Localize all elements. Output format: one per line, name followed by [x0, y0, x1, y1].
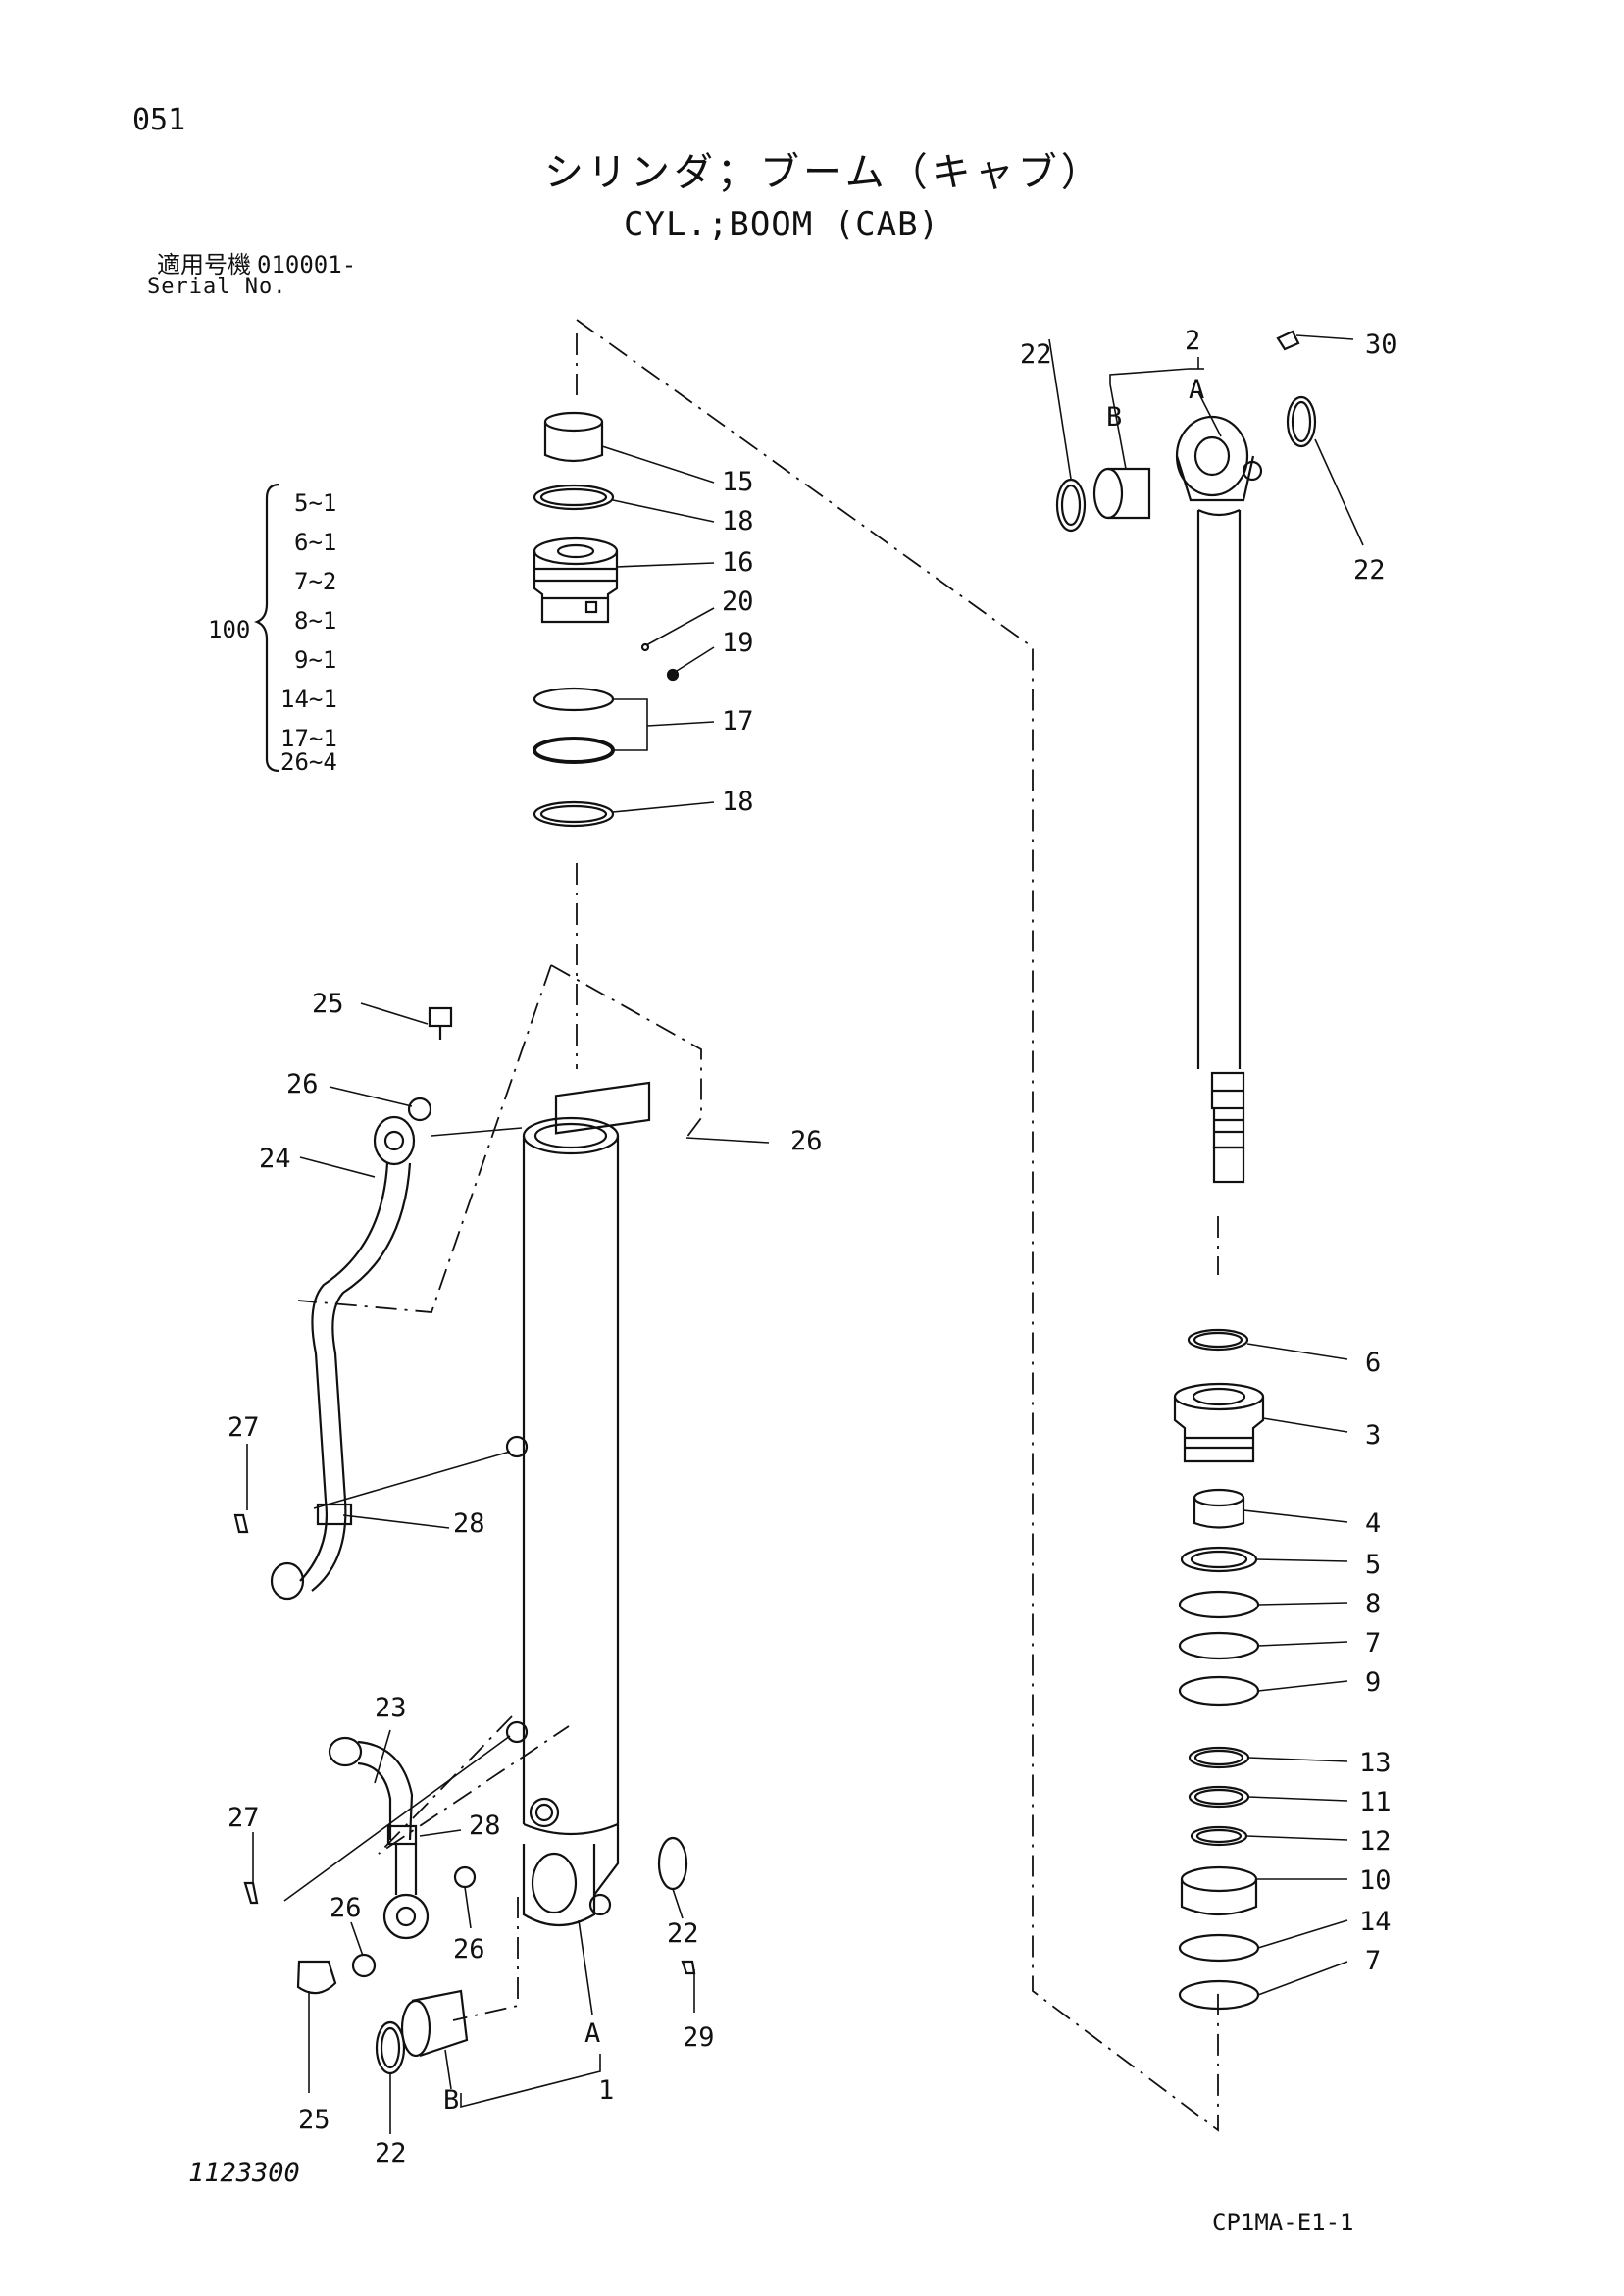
callout-label: 18 [722, 787, 754, 817]
cylinder-tube [505, 1081, 651, 1926]
callout-label: 7 [1365, 1628, 1381, 1658]
callout-label: A [584, 2018, 600, 2049]
callout-label: 22 [375, 2138, 407, 2168]
callout-label: 17 [722, 706, 754, 737]
callout-label: 25 [312, 989, 344, 1019]
callout-label: 27 [228, 1803, 260, 1833]
callout-label: 3 [1365, 1420, 1381, 1451]
serial-label-english: Serial No. [147, 275, 287, 299]
callout-label: 22 [1020, 339, 1052, 370]
callout-label: 28 [453, 1508, 485, 1539]
callout-label: 27 [228, 1412, 260, 1443]
callout-label: 25 [298, 2105, 330, 2135]
callout-label: 19 [722, 628, 754, 658]
callout-label: 1 [598, 2075, 614, 2106]
assembly-path-lines [297, 319, 1219, 2132]
kit-list: 100 5~1 6~1 7~2 8~1 9~1 14~1 17~1 26~4 [208, 489, 337, 776]
callout-label: 23 [375, 1693, 407, 1723]
sheet-code: CP1MA-E1-1 [1212, 2209, 1354, 2236]
callout-label: A [1189, 375, 1204, 405]
callout-label: 8 [1365, 1589, 1381, 1619]
callout-label: 11 [1359, 1787, 1392, 1817]
callout-label: 26 [790, 1126, 823, 1156]
serial-value: 010001- [257, 251, 357, 279]
cylinder-head-16 [533, 536, 619, 624]
callout-label: 4 [1365, 1508, 1381, 1539]
callout-label: 26 [453, 1934, 485, 1964]
callout-label: 14 [1359, 1907, 1392, 1937]
bushing-15 [543, 422, 604, 463]
leader-lines [246, 334, 1364, 2134]
callout-label: 12 [1359, 1826, 1392, 1857]
callout-label: 26 [286, 1069, 319, 1099]
callout-label: 6 [1365, 1348, 1381, 1378]
callout-label: 22 [667, 1918, 699, 1949]
callout-label: 13 [1359, 1748, 1392, 1778]
drawing-number: 1123300 [188, 2158, 300, 2188]
name-plate [554, 1081, 651, 1135]
kit-item: 7~2 [294, 568, 336, 595]
callout-label: 7 [1365, 1946, 1381, 1976]
kit-item: 17~1 [280, 725, 337, 752]
kit-item: 6~1 [294, 529, 336, 556]
callout-label: 9 [1365, 1667, 1381, 1698]
title-japanese: シリンダ；ブーム（キャブ） [544, 150, 1104, 195]
serial-label-japanese: 適用号機 [157, 251, 251, 279]
callout-label: 18 [722, 506, 754, 536]
callout-label: 20 [722, 587, 754, 617]
callout-label: 29 [683, 2022, 715, 2053]
kit-brace [254, 483, 280, 773]
callout-label: 16 [722, 547, 754, 578]
callout-label: B [1106, 402, 1122, 433]
callout-label: 22 [1353, 555, 1386, 586]
callout-label: 26 [330, 1893, 362, 1923]
page-number: 051 [132, 103, 186, 137]
ball-20 [640, 642, 650, 652]
title-english: CYL.;BOOM (CAB) [624, 205, 940, 244]
kit-item: 14~1 [280, 686, 337, 713]
piston-seal-parts [1173, 1328, 1265, 2011]
gland-parts [533, 411, 680, 828]
callout-label: 24 [259, 1144, 291, 1174]
callout-label: 28 [469, 1811, 501, 1841]
callout-labels: 15 18 16 20 19 17 18 25 26 24 26 27 28 2… [228, 326, 1397, 2168]
callout-label: 5 [1365, 1550, 1381, 1580]
upper-pipe [233, 1006, 453, 1601]
screw-19 [666, 668, 680, 682]
kit-item: 9~1 [294, 646, 336, 674]
lower-pipe [243, 1736, 696, 2075]
kit-item: 26~4 [280, 748, 337, 776]
callout-label: 10 [1359, 1865, 1392, 1896]
piston-rod [1175, 415, 1263, 1184]
kit-item: 5~1 [294, 489, 336, 517]
callout-label: 30 [1365, 330, 1397, 360]
callout-label: 2 [1185, 326, 1200, 356]
callout-label: B [443, 2085, 459, 2116]
callout-label: 15 [722, 467, 754, 497]
rod-end-parts [1055, 330, 1317, 533]
kit-item: 8~1 [294, 607, 336, 635]
kit-number: 100 [208, 616, 250, 643]
